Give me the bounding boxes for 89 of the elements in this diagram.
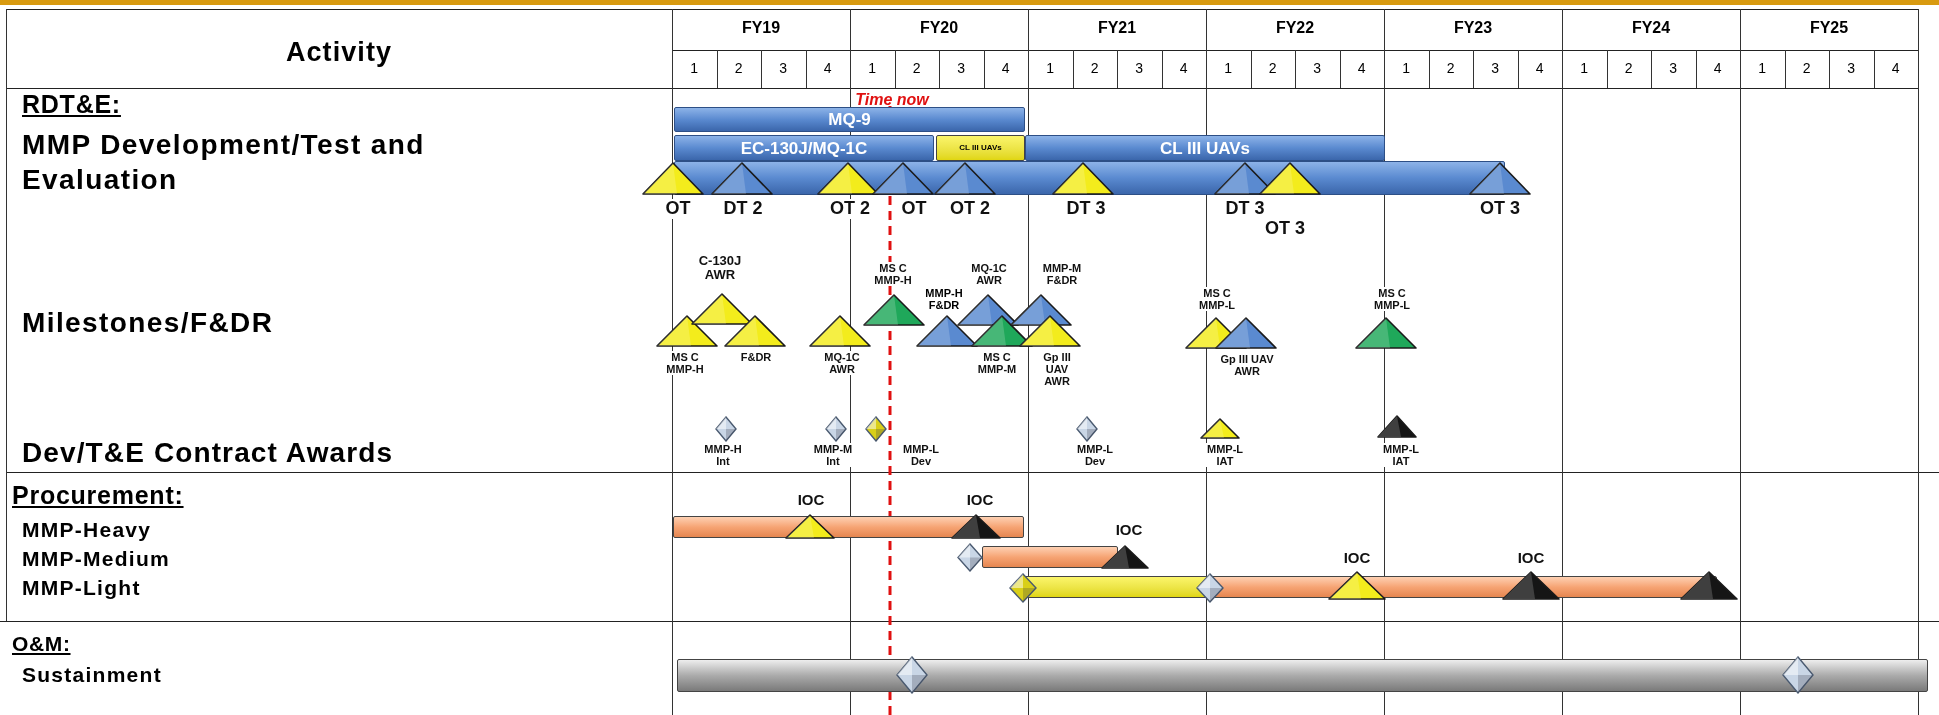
schedule-bar	[677, 659, 1928, 692]
milestone-diamond	[1196, 573, 1224, 603]
milestone-diamond	[715, 416, 737, 442]
quarter-number: 4	[822, 59, 833, 78]
quarter-number: 2	[911, 59, 922, 78]
milestone-diamond	[865, 416, 887, 442]
quarter-number: 4	[1356, 59, 1367, 78]
row-label: MMP Development/Test and Evaluation	[22, 128, 426, 197]
milestone-triangle	[872, 162, 934, 195]
row-label: MMP-Heavy	[22, 517, 153, 543]
year-header: FY19	[740, 18, 782, 38]
milestone-triangle	[863, 294, 925, 326]
section-heading: RDT&E:	[22, 89, 122, 120]
section-heading: Procurement:	[12, 480, 185, 511]
quarter-number: 1	[689, 59, 700, 78]
column-header: Activity	[284, 36, 394, 69]
task-bar: CL III UAVs	[936, 135, 1025, 161]
schedule-bar	[674, 161, 1505, 195]
quarter-number: 3	[1668, 59, 1679, 78]
milestone-triangle	[1052, 162, 1114, 195]
quarter-number: 4	[1534, 59, 1545, 78]
row-label: Dev/T&E Contract Awards	[22, 436, 395, 470]
milestone-triangle	[1259, 162, 1321, 195]
quarter-number: 3	[1490, 59, 1501, 78]
milestone-triangle	[1328, 571, 1386, 600]
quarter-number: 1	[1401, 59, 1412, 78]
quarter-number: 4	[1890, 59, 1901, 78]
milestone-triangle	[1502, 571, 1560, 600]
row-label: MMP-Light	[22, 575, 142, 601]
quarter-number: 2	[1623, 59, 1634, 78]
milestone-triangle	[642, 162, 704, 195]
quarter-number: 1	[1223, 59, 1234, 78]
year-header: FY24	[1630, 18, 1672, 38]
quarter-number: 1	[1045, 59, 1056, 78]
milestone-triangle	[1010, 294, 1072, 326]
quarter-number: 3	[778, 59, 789, 78]
milestone-diamond	[957, 542, 983, 572]
milestone-triangle	[1019, 315, 1081, 347]
milestone-triangle	[1200, 418, 1240, 439]
milestone-diamond	[1782, 656, 1814, 694]
milestone-triangle	[951, 514, 1001, 539]
year-header: FY23	[1452, 18, 1494, 38]
milestone-triangle	[785, 514, 835, 539]
year-header: FY21	[1096, 18, 1138, 38]
milestone-triangle	[724, 315, 786, 347]
row-label: MMP-Medium	[22, 546, 171, 572]
milestone-label: Gp III UAV AWR	[1218, 353, 1276, 378]
milestone-triangle	[1101, 545, 1149, 569]
year-header: FY25	[1808, 18, 1850, 38]
quarter-number: 3	[1846, 59, 1857, 78]
quarter-number: 2	[1445, 59, 1456, 78]
quarter-number: 3	[956, 59, 967, 78]
milestone-triangle	[809, 315, 871, 347]
milestone-triangle	[1215, 317, 1277, 349]
schedule-bar	[673, 516, 1024, 538]
quarter-number: 4	[1000, 59, 1011, 78]
quarter-number: 3	[1312, 59, 1323, 78]
section-heading: O&M:	[12, 631, 72, 657]
milestone-triangle	[1355, 317, 1417, 349]
quarter-number: 2	[1267, 59, 1278, 78]
task-bar: MQ-9	[674, 107, 1025, 132]
milestone-diamond	[825, 416, 847, 442]
quarter-number: 4	[1712, 59, 1723, 78]
time-now-label: Time now	[854, 90, 931, 110]
quarter-number: 3	[1134, 59, 1145, 78]
milestone-triangle	[1680, 571, 1738, 600]
milestone-diamond	[1076, 416, 1098, 442]
milestone-triangle	[711, 162, 773, 195]
milestone-triangle	[1377, 415, 1417, 438]
schedule-bar	[982, 546, 1118, 568]
row-label: Sustainment	[22, 662, 163, 688]
quarter-number: 1	[867, 59, 878, 78]
milestone-triangle	[656, 315, 718, 347]
milestone-diamond	[896, 656, 928, 694]
milestone-diamond	[1009, 573, 1037, 603]
quarter-number: 2	[733, 59, 744, 78]
year-header: FY22	[1274, 18, 1316, 38]
task-bar: EC-130J/MQ-1C	[674, 135, 934, 161]
quarter-number: 4	[1178, 59, 1189, 78]
schedule-bar	[1023, 576, 1210, 598]
row-label: Milestones/F&DR	[22, 306, 275, 340]
quarter-number: 1	[1757, 59, 1768, 78]
quarter-number: 2	[1801, 59, 1812, 78]
milestone-triangle	[1469, 162, 1531, 195]
milestone-triangle	[934, 162, 996, 195]
quarter-number: 1	[1579, 59, 1590, 78]
task-bar: CL III UAVs	[1025, 135, 1385, 161]
quarter-number: 2	[1089, 59, 1100, 78]
year-header: FY20	[918, 18, 960, 38]
